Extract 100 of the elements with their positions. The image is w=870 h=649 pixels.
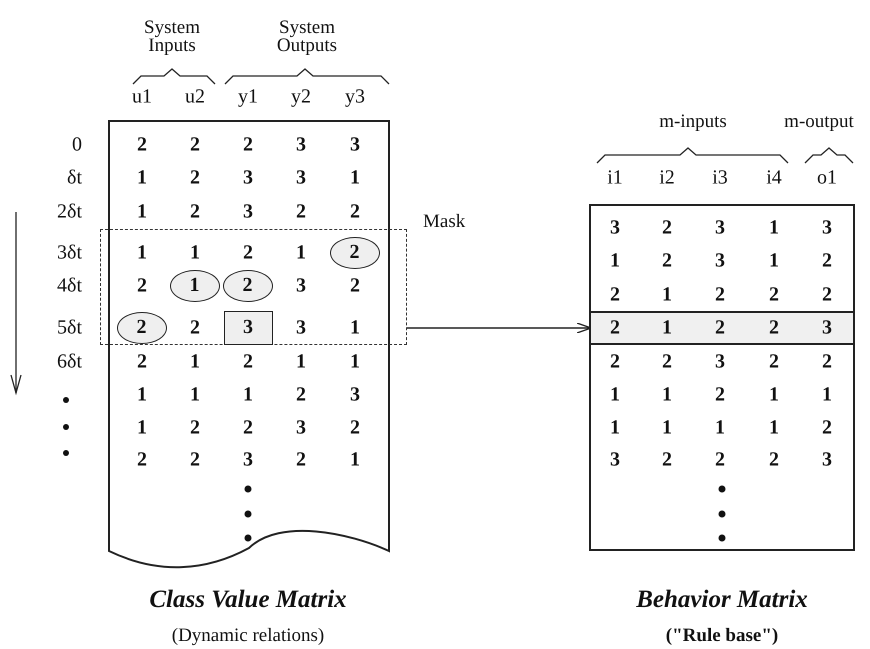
matrix-value: 1 (769, 218, 779, 238)
matrix-value: 2 (350, 202, 360, 222)
matrix-value: 1 (137, 202, 147, 222)
matrix-value: 3 (822, 450, 832, 470)
matrix-value: 1 (137, 168, 147, 188)
matrix-subtitle: (Dynamic relations) (172, 626, 324, 646)
matrix-value: 2 (137, 276, 147, 296)
matrix-value: 1 (137, 386, 147, 404)
matrix-title: Class Value Matrix (149, 588, 347, 612)
matrix-value: 2 (296, 386, 306, 404)
highlighted-value: 3 (224, 310, 272, 344)
mask-label: Mask (423, 212, 466, 232)
matrix-value: 3 (296, 276, 306, 296)
matrix-value: 2 (769, 318, 779, 338)
matrix-value: 2 (190, 168, 200, 188)
mask-frame (100, 229, 407, 345)
time-label: 4δt (57, 276, 82, 296)
matrix-value: 3 (822, 318, 832, 338)
matrix-value: 2 (243, 418, 253, 438)
matrix-value: 2 (822, 252, 832, 270)
matrix-value: 2 (350, 276, 360, 296)
matrix-value: 2 (296, 202, 306, 222)
matrix-value: 1 (137, 418, 147, 438)
matrix-value: 1 (137, 244, 147, 262)
matrix-value: 2 (822, 352, 832, 372)
matrix-value: 2 (137, 352, 147, 372)
matrix-value: 3 (610, 218, 620, 238)
matrix-value: 2 (243, 352, 253, 372)
matrix-value: 3 (296, 318, 306, 338)
matrix-value: 1 (769, 386, 779, 404)
time-label: δt (67, 168, 82, 188)
matrix-value: 3 (715, 352, 725, 372)
matrix-value: 3 (822, 218, 832, 238)
matrix-value: 2 (137, 450, 147, 470)
matrix-value: 3 (715, 252, 725, 270)
matrix-value: 2 (190, 318, 200, 338)
column-heading: o1 (817, 168, 837, 188)
matrix-value: 2 (610, 286, 620, 304)
matrix-value: 2 (715, 386, 725, 404)
time-label: 3δt (57, 244, 82, 262)
matrix-value: 2 (190, 202, 200, 222)
highlighted-value: 2 (330, 236, 380, 268)
matrix-value: 1 (296, 352, 306, 372)
matrix-value: 2 (190, 418, 200, 438)
matrix-subtitle: ("Rule base") (666, 626, 778, 646)
matrix-value: 1 (822, 386, 832, 404)
matrix-table (589, 204, 855, 551)
matrix-value: 2 (662, 218, 672, 238)
time-label: 5δt (57, 318, 82, 338)
matrix-value: 1 (190, 386, 200, 404)
matrix-value: 1 (610, 418, 620, 438)
group-heading: System Inputs (143, 18, 201, 56)
matrix-title: Behavior Matrix (636, 588, 808, 612)
matrix-value: 1 (715, 418, 725, 438)
matrix-value: 3 (243, 202, 253, 222)
matrix-value: 2 (190, 450, 200, 470)
matrix-value: 2 (243, 136, 253, 154)
matrix-value: 2 (610, 318, 620, 338)
matrix-value: 3 (350, 386, 360, 404)
column-heading: i2 (659, 168, 675, 188)
highlighted-value: 2 (222, 270, 272, 302)
matrix-value: 2 (610, 352, 620, 372)
arrow (407, 322, 592, 334)
highlighted-row (591, 311, 853, 345)
time-label: 2δt (57, 202, 82, 222)
matrix-value: 2 (769, 450, 779, 470)
matrix-value: 1 (243, 386, 253, 404)
matrix-value: 2 (662, 450, 672, 470)
column-heading: i1 (607, 168, 623, 188)
matrix-value: 2 (243, 244, 253, 262)
time-label: 6δt (57, 352, 82, 372)
matrix-value: 1 (662, 386, 672, 404)
matrix-value: 2 (715, 286, 725, 304)
matrix-value: 1 (662, 418, 672, 438)
column-heading: y3 (345, 88, 365, 106)
column-heading: u1 (132, 88, 152, 106)
matrix-value: 2 (715, 450, 725, 470)
matrix-value: 3 (243, 450, 253, 470)
matrix-value: 1 (610, 386, 620, 404)
highlighted-value: 2 (116, 312, 166, 344)
matrix-value: 2 (822, 286, 832, 304)
column-heading: i3 (712, 168, 728, 188)
matrix-value: 3 (296, 136, 306, 154)
matrix-value: 2 (296, 450, 306, 470)
matrix-value: 1 (350, 450, 360, 470)
group-heading: m-inputs (659, 112, 727, 132)
matrix-value: 1 (662, 286, 672, 304)
matrix-value: 1 (350, 352, 360, 372)
matrix-value: 3 (296, 418, 306, 438)
matrix-value: 1 (769, 252, 779, 270)
matrix-value: 1 (190, 244, 200, 262)
matrix-value: 2 (662, 352, 672, 372)
matrix-value: 2 (190, 136, 200, 154)
matrix-value: 1 (296, 244, 306, 262)
matrix-value: 3 (296, 168, 306, 188)
matrix-value: 2 (769, 286, 779, 304)
matrix-value: 3 (243, 168, 253, 188)
matrix-value: 3 (610, 450, 620, 470)
matrix-value: 2 (662, 252, 672, 270)
matrix-value: 1 (662, 318, 672, 338)
